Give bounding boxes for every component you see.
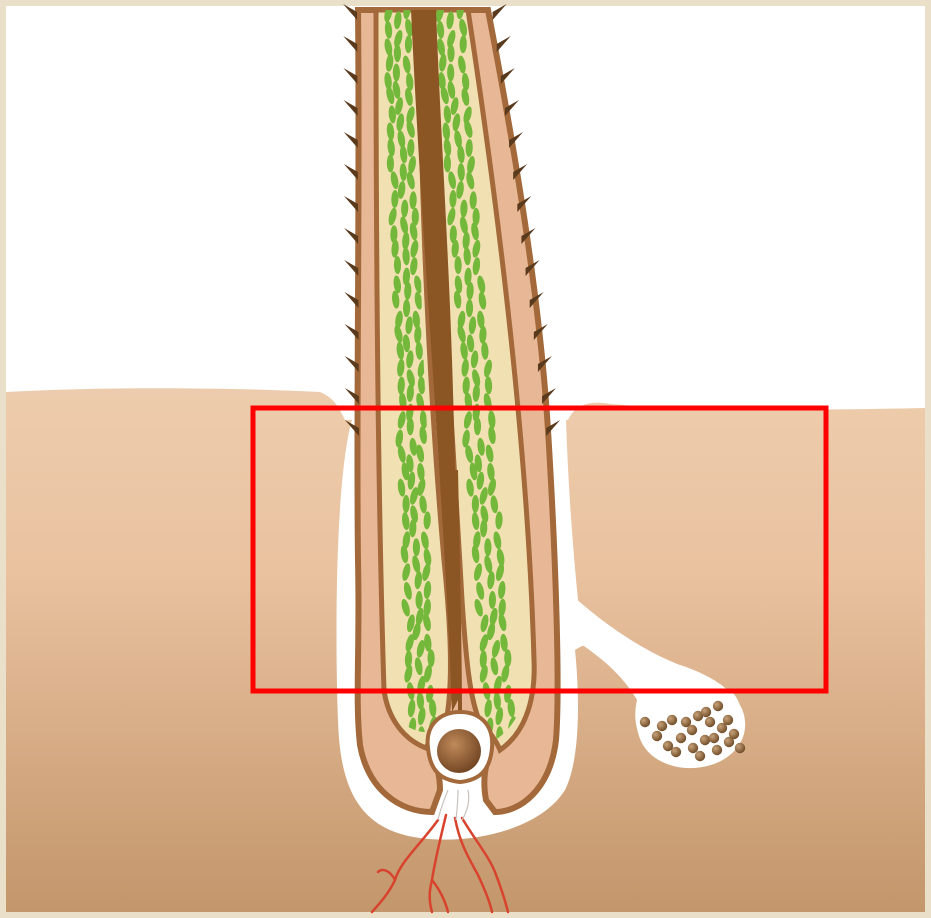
sebum-bead [676, 733, 686, 743]
sebum-bead [652, 731, 662, 741]
sebum-bead [657, 721, 667, 731]
cortex-cell [394, 44, 401, 62]
sebum-bead [687, 725, 697, 735]
cortex-cell [447, 44, 454, 62]
sebum-bead [688, 743, 698, 753]
cortex-cell [474, 417, 481, 435]
sebum-bead [700, 735, 710, 745]
sebum-bead [671, 747, 681, 757]
sebum-bead [713, 701, 723, 711]
cortex-cell [407, 417, 414, 435]
sebum-bead [712, 745, 722, 755]
dermal-papilla [437, 729, 481, 773]
sebum-bead [723, 715, 733, 725]
sebum-bead [705, 717, 715, 727]
sebum-bead [709, 733, 719, 743]
sebum-bead [729, 729, 739, 739]
sebum-bead [640, 717, 650, 727]
sebum-bead [735, 743, 745, 753]
sebum-bead [667, 715, 677, 725]
sebum-bead [701, 707, 711, 717]
sebum-bead [695, 751, 705, 761]
